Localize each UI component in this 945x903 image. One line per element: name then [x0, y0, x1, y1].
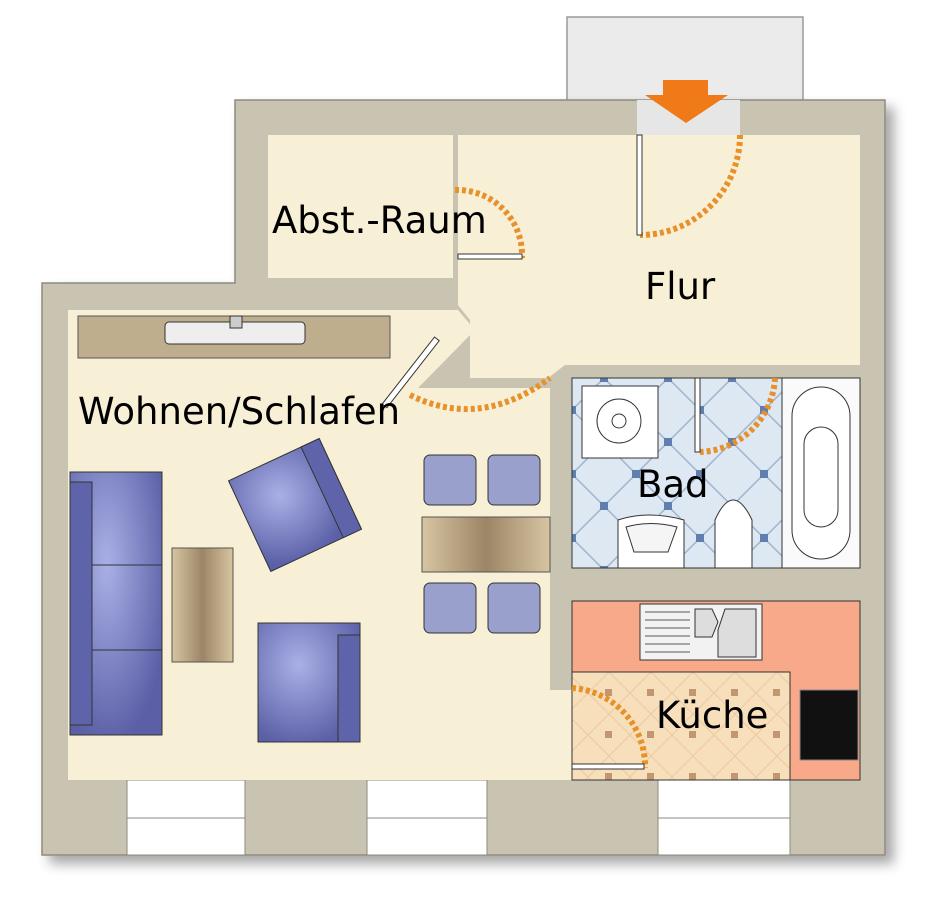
washing-machine [581, 385, 659, 459]
bathtub [781, 377, 861, 569]
kitchen-sink [639, 603, 763, 661]
hallway-floor [458, 135, 860, 378]
sofa [69, 471, 163, 736]
kitchen-floor [571, 671, 791, 781]
room-label-hallway: Flur [645, 265, 716, 308]
washbasin [617, 514, 685, 569]
storage-floor [268, 135, 453, 278]
dining-chairs [423, 454, 541, 634]
armchair [227, 437, 363, 573]
toilet [714, 499, 753, 569]
room-label-kitchen: Küche [656, 694, 768, 737]
tv-sideboard [77, 315, 391, 359]
entry-arrow-icon [645, 80, 728, 123]
room-label-storage: Abst.-Raum [272, 199, 487, 242]
dining-table [421, 516, 551, 573]
coffee-table [171, 547, 234, 663]
stove [799, 689, 859, 761]
doors [408, 134, 778, 769]
room-label-living: Wohnen/Schlafen [78, 390, 400, 433]
door-leaves [381, 134, 701, 770]
windows [126, 779, 791, 856]
room-label-bathroom: Bad [637, 463, 709, 506]
armchair [257, 622, 361, 743]
